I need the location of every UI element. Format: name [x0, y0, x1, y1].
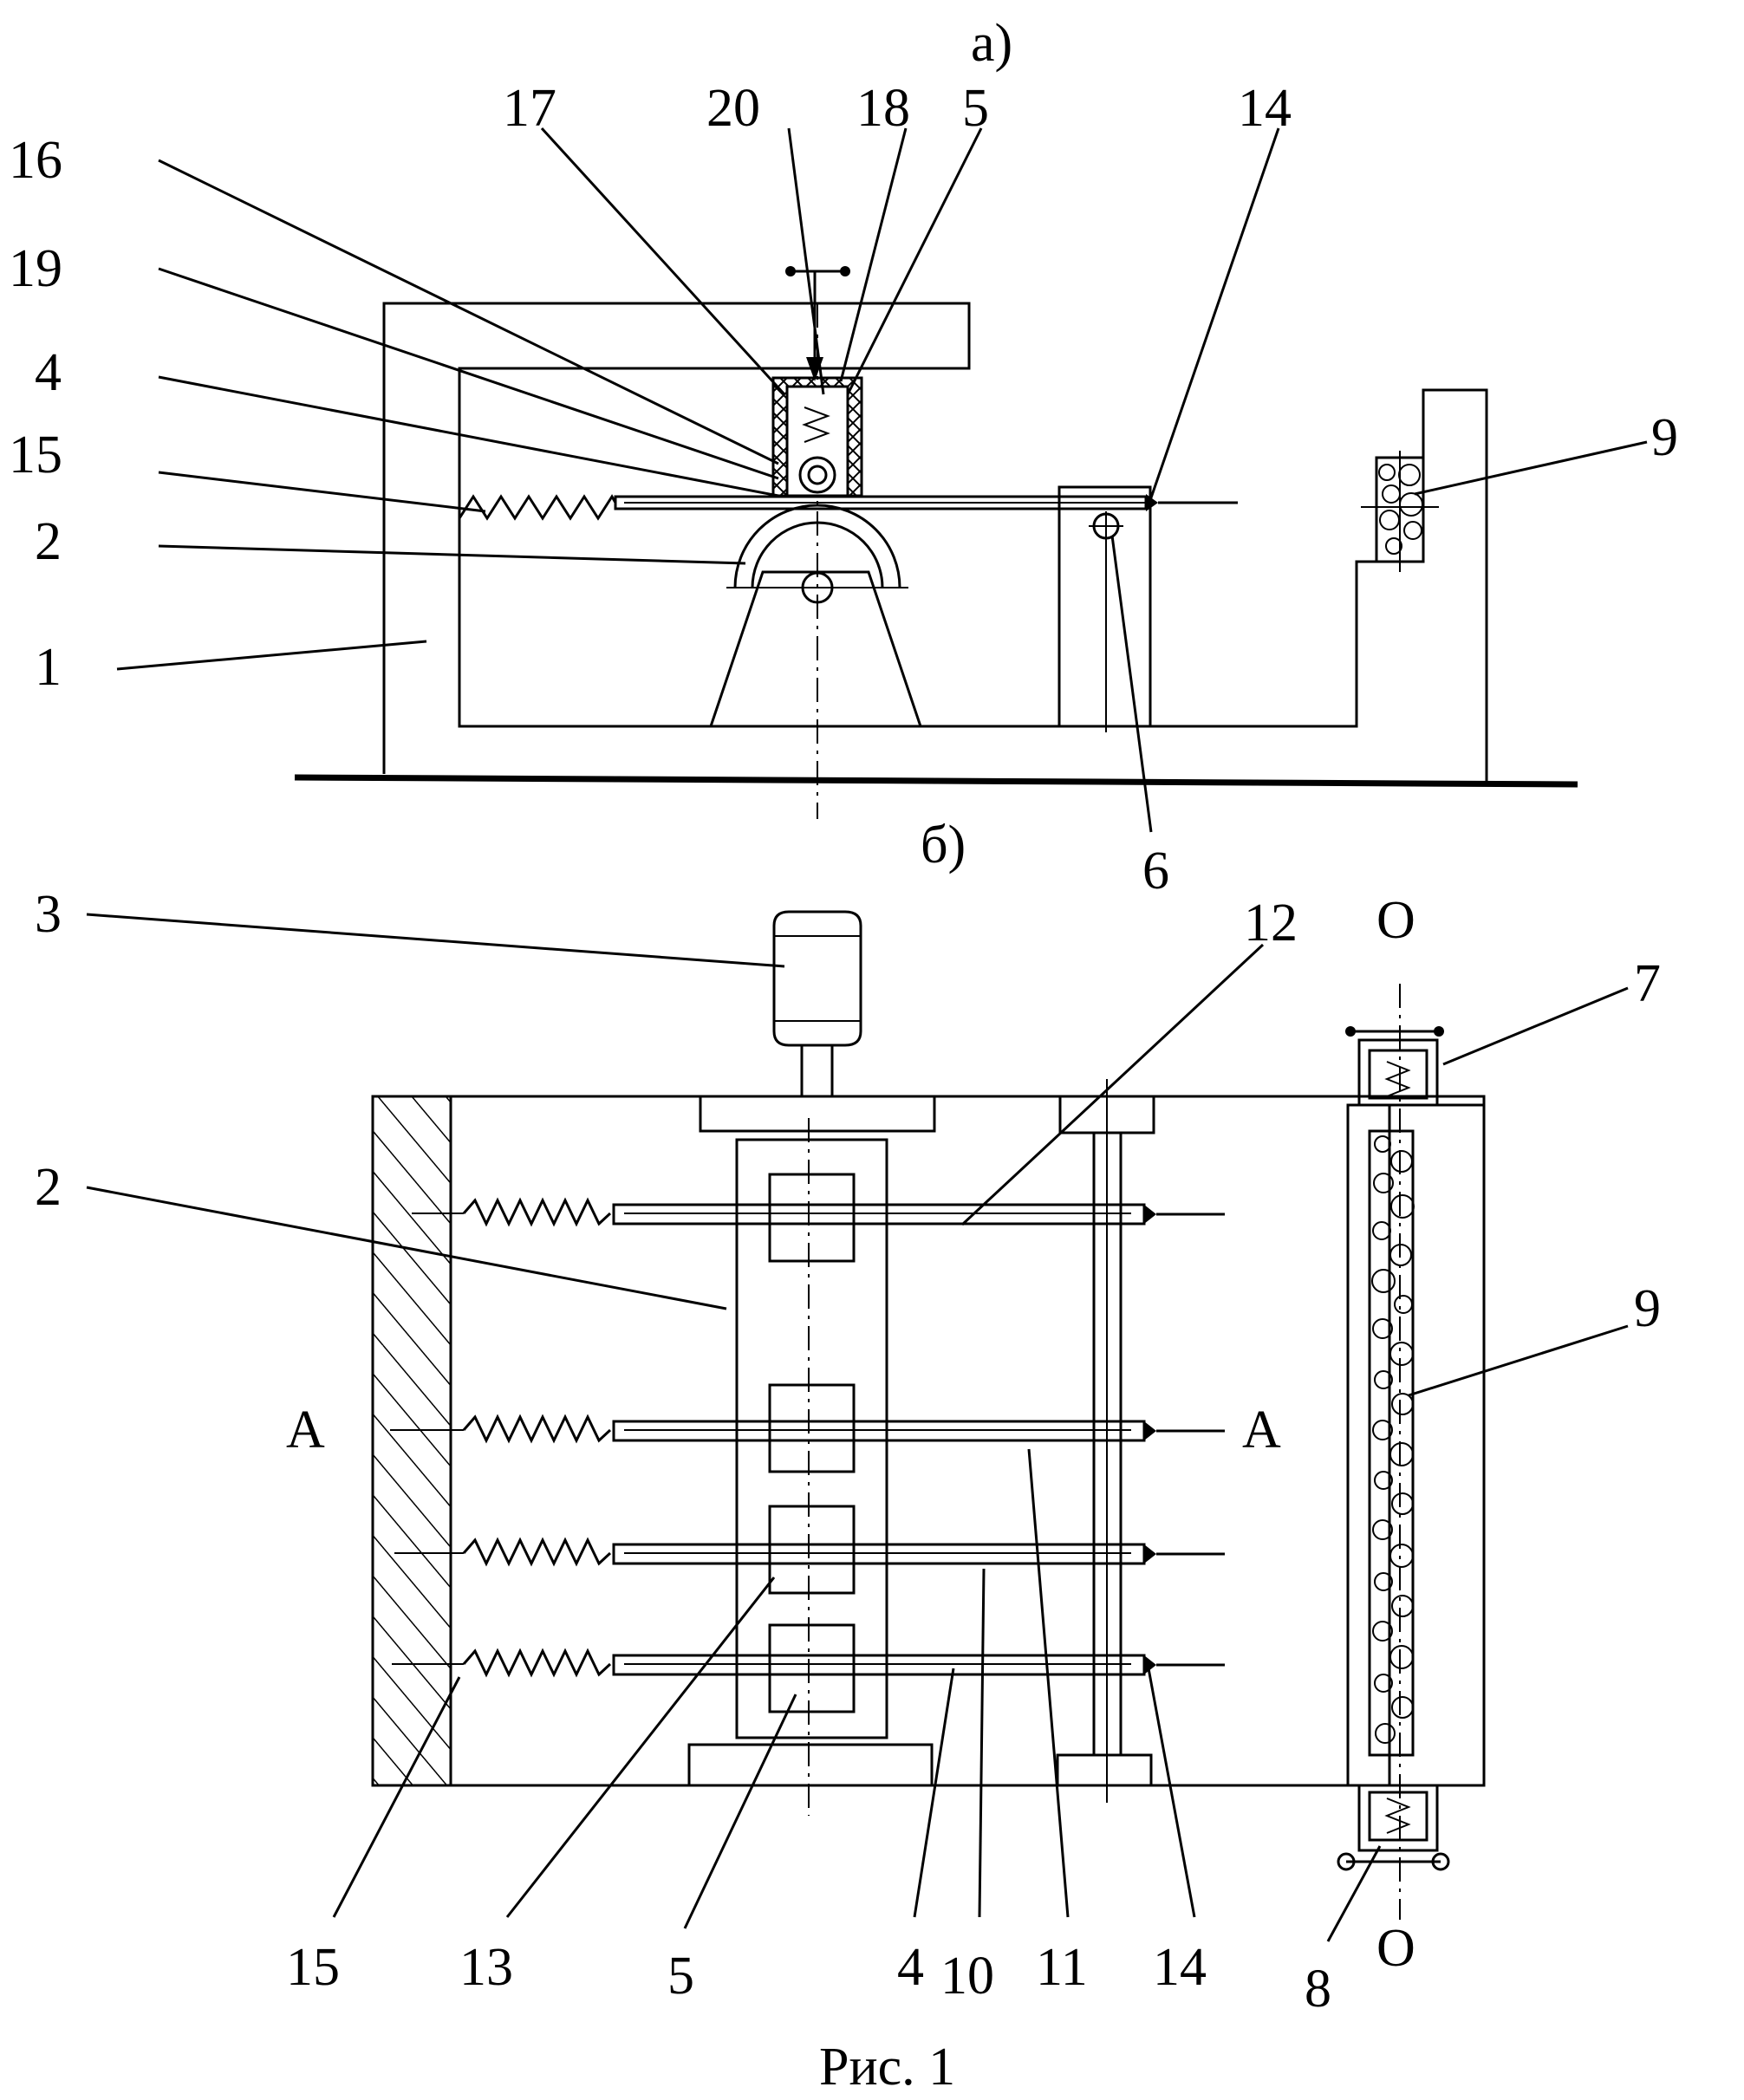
- guide-post: [1057, 485, 1152, 726]
- view-a-label: а): [971, 14, 1012, 73]
- section-mark-a-right: A: [1242, 1401, 1281, 1460]
- spring-15: [458, 494, 617, 521]
- rod-row-2: [390, 1383, 1225, 1473]
- callout-b-9: 10: [940, 1947, 994, 2006]
- callout-a-9: 2: [35, 512, 62, 571]
- callout-a-12: 6: [1142, 842, 1169, 900]
- rod-tip: [1146, 494, 1158, 511]
- callout-b-3: 2: [35, 1158, 62, 1217]
- bearing-bottom: [687, 1743, 934, 1787]
- view-a-side: а) 17 20 18 5 14 16 19 4 15 2 1 9 6: [9, 14, 1678, 900]
- callout-a-11: 9: [1651, 408, 1678, 467]
- drum-plan: [735, 1138, 888, 1739]
- leaders-a: [116, 127, 1648, 833]
- drum-support: [709, 570, 922, 727]
- leaders-b: [86, 913, 1629, 1942]
- ground-line: [294, 774, 1578, 788]
- rod-row-3: [394, 1505, 1225, 1595]
- callout-b-7: 5: [667, 1947, 694, 2006]
- rod-row-1: [412, 1173, 1225, 1263]
- callout-a-7: 4: [35, 343, 62, 402]
- section-mark-a-left: A: [286, 1401, 325, 1460]
- callout-b-10: 11: [1036, 1938, 1088, 1997]
- callout-a-8: 15: [9, 426, 62, 484]
- callout-a-4: 14: [1238, 79, 1292, 138]
- section-mark-o-top: O: [1376, 891, 1415, 950]
- pressure-housing: [771, 376, 863, 497]
- callout-b-8: 4: [897, 1938, 924, 1997]
- section-mark-o-bottom: O: [1376, 1919, 1415, 1978]
- callout-b-12: 8: [1305, 1960, 1331, 2019]
- roller-18: [798, 456, 836, 494]
- callout-b-2: 7: [1634, 954, 1661, 1013]
- callout-a-2: 18: [856, 79, 910, 138]
- spring-5: [802, 406, 830, 443]
- callout-b-1: 12: [1244, 894, 1298, 952]
- callout-a-5: 16: [9, 131, 62, 190]
- view-b-plan: б): [35, 816, 1661, 2019]
- view-b-label: б): [921, 816, 966, 874]
- motor-3: [772, 910, 862, 1096]
- callout-b-5: 15: [286, 1938, 340, 1997]
- callout-a-3: 5: [962, 79, 989, 138]
- post-block-bottom: [1056, 1753, 1153, 1787]
- callout-b-6: 13: [459, 1938, 513, 1997]
- filter-block-side: [1361, 451, 1439, 572]
- frame-outer: [382, 302, 1488, 783]
- filter-column: [1337, 984, 1486, 1920]
- callout-b-0: 3: [35, 885, 62, 944]
- bearing-top: [699, 1095, 936, 1133]
- callout-a-1: 20: [706, 79, 760, 138]
- hatched-wall: [371, 1095, 452, 1787]
- callout-a-10: 1: [35, 638, 62, 697]
- callout-a-0: 17: [503, 79, 556, 138]
- callout-b-11: 14: [1153, 1938, 1207, 1997]
- callout-b-4: 9: [1634, 1279, 1661, 1338]
- figure-caption: Рис. 1: [819, 2038, 955, 2097]
- callout-a-6: 19: [9, 239, 62, 298]
